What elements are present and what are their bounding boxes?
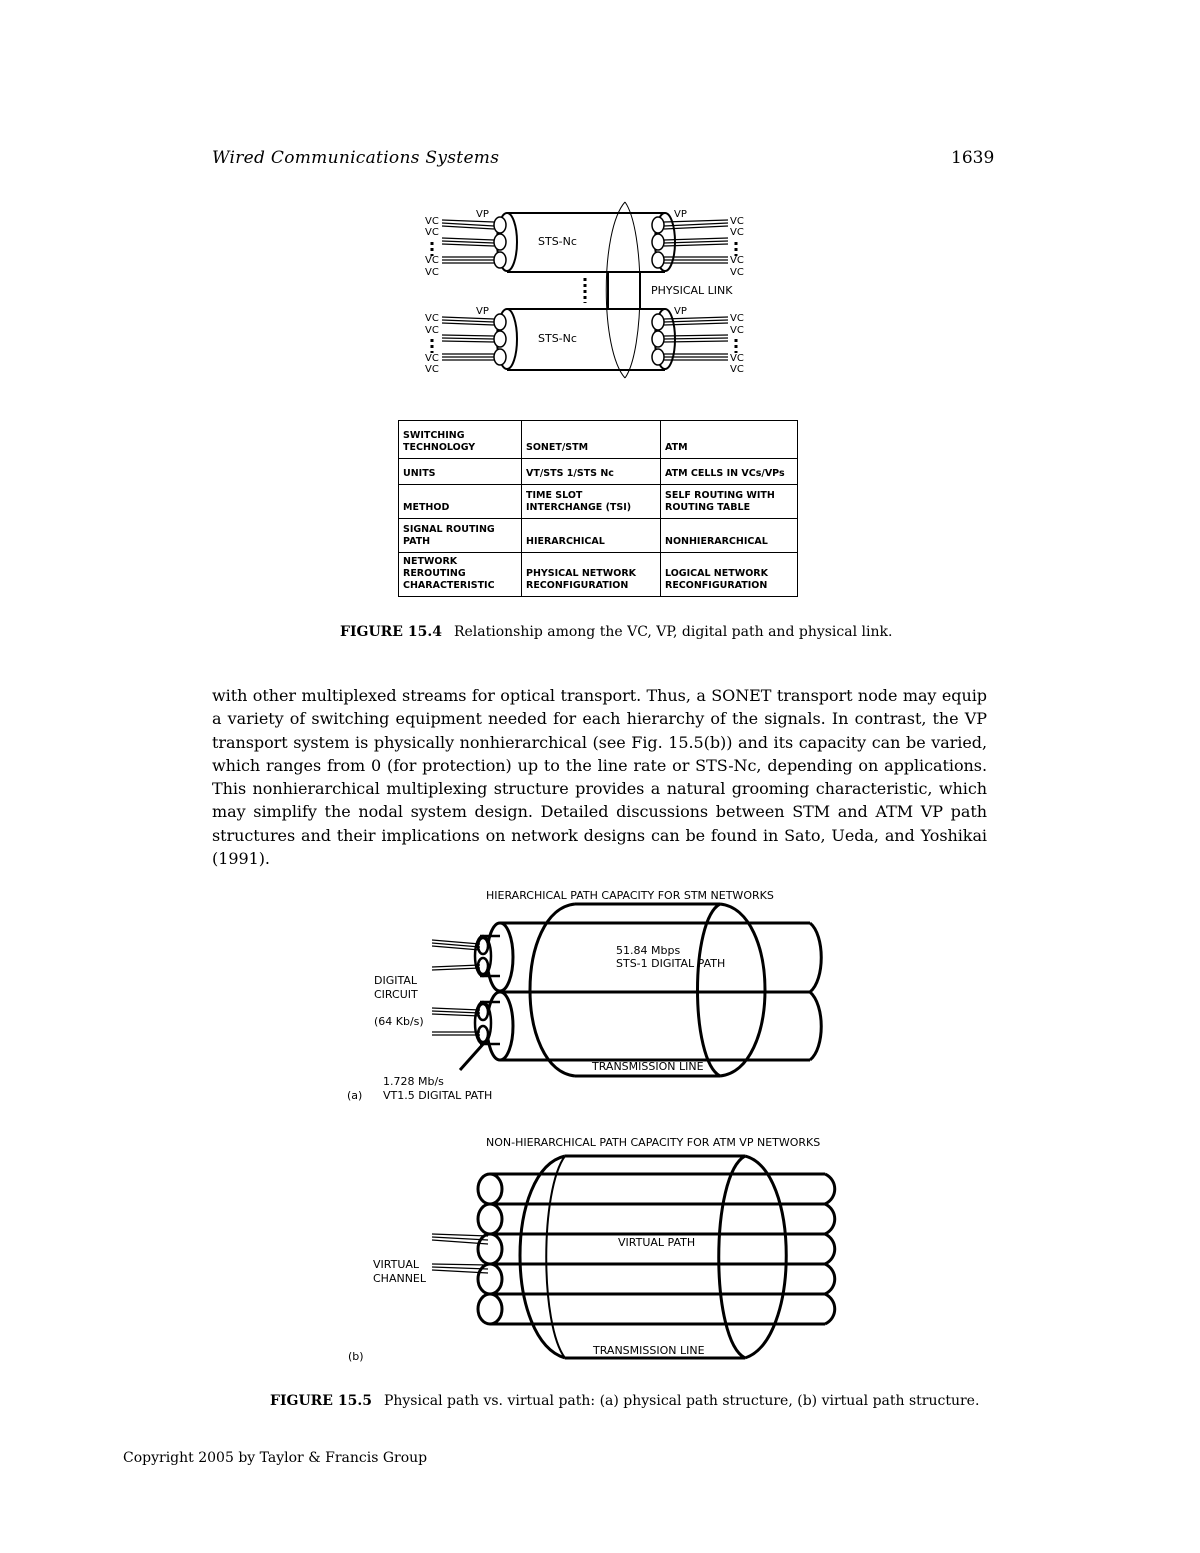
physical-link-label: PHYSICAL LINK (651, 284, 733, 297)
vc-label: VC (425, 325, 439, 336)
table-row: SWITCHING TECHNOLOGY SONET/STM ATM (398, 420, 798, 459)
vp-label: VP (674, 209, 687, 220)
vt-rate: 1.728 Mb/s (383, 1075, 444, 1088)
vc-label: VC (730, 267, 744, 278)
table-row: UNITS VT/STS 1/STS Nc ATM CELLS IN VCs/V… (398, 458, 798, 485)
digital-circuit-rate: (64 Kb/s) (374, 1015, 424, 1028)
table-cell: LOGICAL NETWORK RECONFIGURATION (660, 552, 798, 597)
table-cell: NETWORK REROUTING CHARACTERISTIC (398, 552, 522, 597)
figure-15-5a-diagram: HIERARCHICAL PATH CAPACITY FOR STM NETWO… (347, 889, 823, 1102)
table-cell: SIGNAL ROUTING PATH (398, 518, 522, 553)
vc-label: VC (425, 364, 439, 375)
digital-circuit-label: DIGITAL (374, 974, 418, 987)
copyright-footer: Copyright 2005 by Taylor & Francis Group (123, 1450, 428, 1466)
transmission-line-label: TRANSMISSION LINE (591, 1060, 704, 1073)
sts1-rate: 51.84 Mbps (616, 944, 680, 957)
vc-label: VC (730, 216, 744, 227)
vc-label: VC (730, 313, 744, 324)
vc-label: VC (425, 216, 439, 227)
transmission-line-label: TRANSMISSION LINE (592, 1344, 705, 1357)
vp-label: VP (476, 209, 489, 220)
table-cell: SWITCHING TECHNOLOGY (398, 420, 522, 459)
vp-label: VP (674, 306, 687, 317)
vp-label: VP (476, 306, 489, 317)
part-a-label: (a) (347, 1089, 362, 1102)
digital-circuit-label: CIRCUIT (374, 988, 418, 1001)
table-cell: ATM (660, 420, 798, 459)
vc-label: VC (730, 227, 744, 238)
atm-title: NON-HIERARCHICAL PATH CAPACITY FOR ATM V… (486, 1136, 820, 1149)
table-row: SIGNAL ROUTING PATH HIERARCHICAL NONHIER… (398, 518, 798, 553)
figure-15-4-diagram: VC VC VC VC VC VC VC VC VC VC VC VC VC V… (425, 201, 744, 379)
body-paragraph: with other multiplexed streams for optic… (212, 686, 987, 869)
running-title: Wired Communications Systems (212, 148, 500, 168)
table-cell: METHOD (398, 484, 522, 519)
vc-label: VC (730, 364, 744, 375)
vc-label: VC (425, 227, 439, 238)
virtual-channel-label: VIRTUAL (373, 1258, 420, 1271)
sts-nc-label: STS-Nc (538, 235, 577, 248)
comparison-table: SWITCHING TECHNOLOGY SONET/STM ATM UNITS… (398, 420, 798, 597)
stm-title: HIERARCHICAL PATH CAPACITY FOR STM NETWO… (486, 889, 774, 902)
table-cell: NONHIERARCHICAL (660, 518, 798, 553)
table-cell: HIERARCHICAL (521, 518, 661, 553)
caption-text: Relationship among the VC, VP, digital p… (453, 624, 893, 640)
vc-label: VC (425, 313, 439, 324)
vc-label: VC (425, 353, 439, 364)
vc-label: VC (730, 325, 744, 336)
table-cell: SONET/STM (521, 420, 661, 459)
table-cell: UNITS (398, 458, 522, 485)
figure-15-5-caption: FIGURE 15.5 Physical path vs. virtual pat… (270, 1393, 979, 1409)
table-cell: ATM CELLS IN VCs/VPs (660, 458, 798, 485)
vc-label: VC (425, 255, 439, 266)
vc-label: VC (730, 353, 744, 364)
vt-label: VT1.5 DIGITAL PATH (383, 1089, 492, 1102)
vc-label: VC (730, 255, 744, 266)
caption-text: Physical path vs. virtual path: (a) phys… (383, 1393, 980, 1409)
sts1-label: STS-1 DIGITAL PATH (616, 957, 725, 970)
figure-15-4-caption: FIGURE 15.4 Relationship among the VC, VP… (340, 624, 892, 640)
table-cell: TIME SLOT INTERCHANGE (TSI) (521, 484, 661, 519)
caption-label: FIGURE 15.5 (270, 1393, 372, 1409)
virtual-path-label: VIRTUAL PATH (618, 1236, 695, 1249)
virtual-channel-label: CHANNEL (373, 1272, 427, 1285)
figure-15-5b-diagram: NON-HIERARCHICAL PATH CAPACITY FOR ATM V… (348, 1136, 837, 1363)
sts-nc-label: STS-Nc (538, 332, 577, 345)
page-number: 1639 (951, 148, 995, 168)
table-cell: SELF ROUTING WITH ROUTING TABLE (660, 484, 798, 519)
table-row: METHOD TIME SLOT INTERCHANGE (TSI) SELF … (398, 484, 798, 519)
table-cell: VT/STS 1/STS Nc (521, 458, 661, 485)
caption-label: FIGURE 15.4 (340, 624, 442, 640)
table-cell: PHYSICAL NETWORK RECONFIGURATION (521, 552, 661, 597)
part-b-label: (b) (348, 1350, 364, 1363)
table-row: NETWORK REROUTING CHARACTERISTIC PHYSICA… (398, 552, 798, 597)
vc-label: VC (425, 267, 439, 278)
